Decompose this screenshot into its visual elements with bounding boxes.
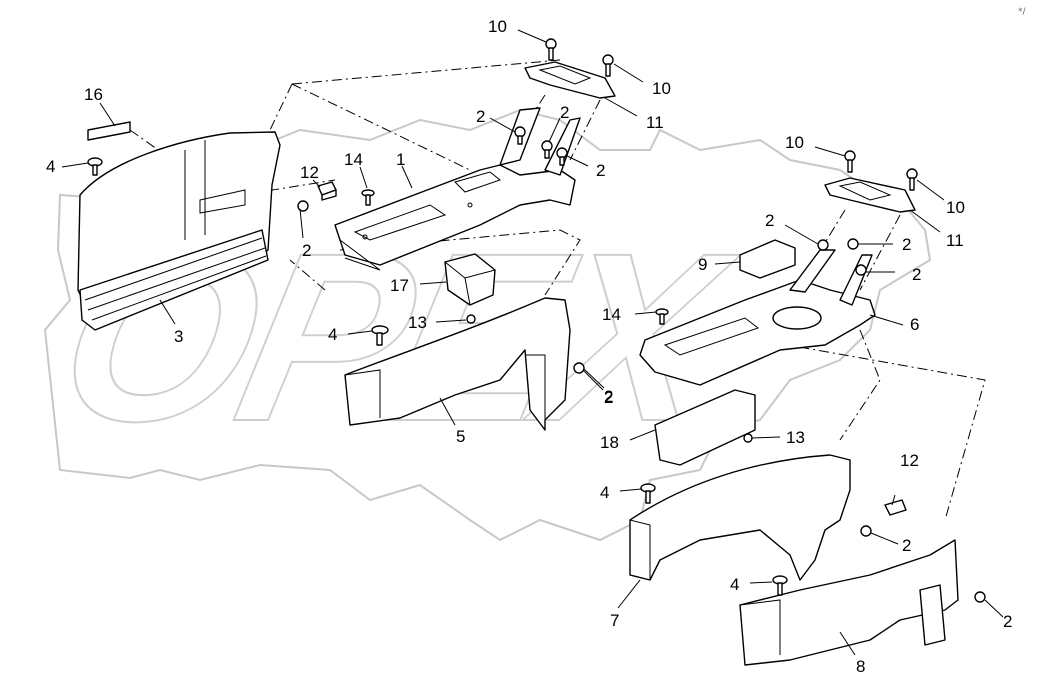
part-3-left-panel <box>77 131 281 331</box>
callout-16: 16 <box>84 85 103 104</box>
callout-4: 4 <box>46 157 55 176</box>
part-8-lower-panel-right <box>739 539 959 666</box>
watermark-gear <box>43 108 932 542</box>
callout-2: 2 <box>604 387 613 406</box>
callout-14: 14 <box>344 150 363 169</box>
callout-2: 2 <box>902 235 911 254</box>
callout-9: 9 <box>698 255 707 274</box>
callout-2: 2 <box>596 161 605 180</box>
part-12-clip-right <box>884 499 907 516</box>
corner-mark: */ <box>1018 7 1027 17</box>
callout-10: 10 <box>785 133 804 152</box>
callout-10: 10 <box>946 198 965 217</box>
callout-2: 2 <box>604 388 613 407</box>
part-18-tray <box>654 389 756 466</box>
part-12-clip-left <box>317 181 337 201</box>
callout-3: 3 <box>174 327 183 346</box>
callout-2: 2 <box>912 265 921 284</box>
callouts: 10 10 11 2 2 2 16 4 12 14 1 2 3 17 13 4 … <box>46 17 1012 676</box>
callout-13: 13 <box>408 313 427 332</box>
callout-11: 11 <box>646 113 664 132</box>
part-11-handle-right <box>824 177 916 213</box>
callout-12: 12 <box>300 163 319 182</box>
leader-lines <box>61 29 1004 656</box>
callout-10: 10 <box>488 17 507 36</box>
part-1-console <box>334 107 581 271</box>
callout-6: 6 <box>910 315 919 334</box>
callout-10: 10 <box>652 79 671 98</box>
callout-2: 2 <box>902 536 911 555</box>
callout-13: 13 <box>786 428 805 447</box>
part-17-cup-holder <box>444 253 496 306</box>
part-5-lower-panel-left <box>344 297 571 431</box>
part-16-decal <box>87 121 131 141</box>
callout-5: 5 <box>456 427 465 446</box>
callout-11: 11 <box>946 231 964 250</box>
part-11-handle-left <box>524 61 616 99</box>
callout-2: 2 <box>560 103 569 122</box>
callout-2: 2 <box>765 211 774 230</box>
callout-1: 1 <box>396 150 405 169</box>
part-9-box <box>739 239 796 279</box>
callout-12: 12 <box>900 451 919 470</box>
callout-4: 4 <box>730 575 739 594</box>
callout-2: 2 <box>302 241 311 260</box>
callout-8: 8 <box>856 657 865 676</box>
part-7-lower-panel <box>629 454 851 581</box>
callout-14: 14 <box>602 305 621 324</box>
callout-4: 4 <box>328 325 337 344</box>
callout-2: 2 <box>476 107 485 126</box>
callout-7: 7 <box>610 611 619 630</box>
callout-4: 4 <box>600 483 609 502</box>
callout-18: 18 <box>600 433 619 452</box>
callout-17: 17 <box>390 276 409 295</box>
callout-2: 2 <box>1003 612 1012 631</box>
fasteners <box>87 38 986 603</box>
